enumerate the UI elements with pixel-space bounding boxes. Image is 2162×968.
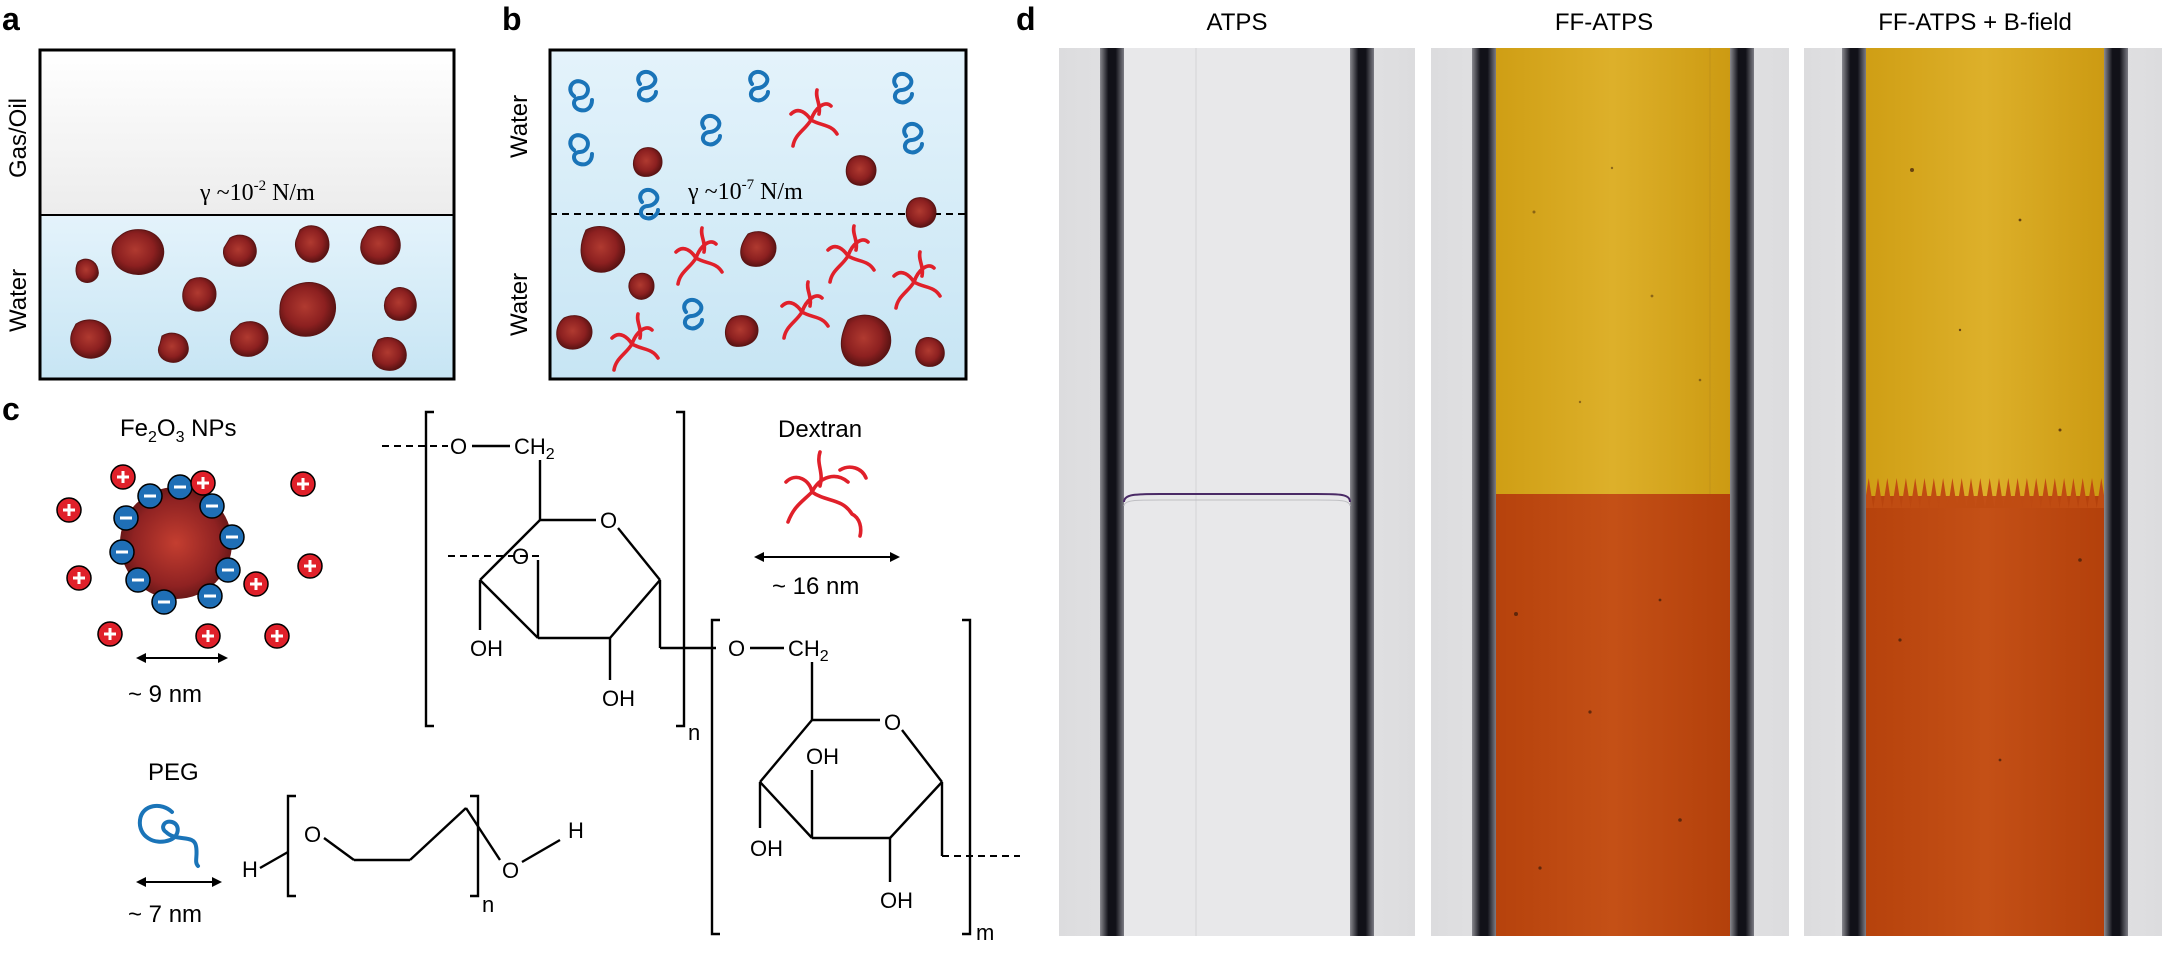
negative-charges (109, 474, 245, 615)
svg-text:CH2: CH2 (514, 434, 555, 463)
nanoparticles-a (70, 225, 417, 371)
interface-spikes (1864, 478, 2106, 508)
panel-a: a Gas/Oil Water γ ~10-2 N/m (2, 1, 456, 381)
orange-phase (1864, 496, 2106, 936)
svg-text:H: H (242, 857, 258, 882)
dextran-icon (784, 450, 868, 538)
title-ff-atps-bfield: FF-ATPS + B-field (1878, 9, 2072, 36)
panel-label-b: b (502, 1, 522, 37)
svg-text:O: O (512, 544, 529, 569)
np-size-label: ~ 9 nm (128, 681, 202, 708)
dextran-size-arrow (754, 552, 900, 562)
label-water-top: Water (506, 95, 533, 158)
svg-text:H: H (568, 818, 584, 843)
panel-b: b Water Water γ ~10-7 N/m (502, 1, 968, 381)
peg-coil-icon (137, 803, 200, 868)
meniscus (1123, 493, 1351, 503)
peg-size-label: ~ 7 nm (128, 901, 202, 928)
photo-atps (1059, 48, 1415, 936)
dextran-title: Dextran (778, 416, 862, 443)
photo-ff-atps (1431, 48, 1789, 936)
svg-text:OH: OH (602, 686, 635, 711)
photo-ff-atps-bfield (1804, 48, 2162, 936)
label-water-bottom: Water (506, 273, 533, 336)
panel-label-c: c (2, 391, 20, 427)
svg-text:O: O (728, 636, 745, 661)
peg-coils (568, 69, 924, 331)
svg-text:OH: OH (880, 888, 913, 913)
dextran-size-label: ~ 16 nm (772, 573, 859, 600)
svg-text:O: O (304, 822, 321, 847)
svg-text:OH: OH (750, 836, 783, 861)
svg-text:n: n (688, 720, 700, 745)
title-atps: ATPS (1207, 9, 1268, 36)
panel-c: c Fe2O3 NPs (2, 391, 1020, 945)
svg-text:OH: OH (470, 636, 503, 661)
np-title: Fe2O3 NPs (120, 415, 237, 446)
panel-d: d ATPS FF-ATPS FF-ATPS + B-field (1016, 1, 2162, 936)
surface-tension-label: γ ~10-2 N/m (199, 178, 315, 206)
positive-charges (56, 464, 323, 649)
label-water: Water (5, 269, 32, 332)
container-box (548, 48, 968, 381)
title-ff-atps: FF-ATPS (1555, 9, 1653, 36)
svg-text:m: m (976, 920, 994, 945)
container-box (38, 48, 456, 381)
fe2o3-nanoparticle (56, 464, 323, 649)
svg-text:O: O (884, 710, 901, 735)
panel-label-a: a (2, 1, 20, 37)
yellow-phase (1864, 48, 2106, 508)
peg-size-arrow (136, 877, 222, 887)
peg-structure: H O n O H (242, 794, 584, 917)
panel-label-d: d (1016, 1, 1036, 37)
svg-text:CH2: CH2 (788, 636, 829, 665)
surface-tension-label: γ ~10-7 N/m (687, 177, 803, 205)
svg-text:OH: OH (806, 744, 839, 769)
yellow-phase (1494, 48, 1732, 494)
svg-text:O: O (450, 434, 467, 459)
nanoparticles-b (556, 147, 945, 367)
label-gas-oil: Gas/Oil (5, 98, 32, 178)
gas-oil-phase (40, 50, 454, 215)
dextran-structure: O CH2 O O OH OH n O (382, 410, 1020, 945)
dextran-branches (610, 88, 942, 372)
svg-text:O: O (502, 858, 519, 883)
orange-phase (1494, 494, 1732, 936)
svg-text:O: O (600, 508, 617, 533)
peg-title: PEG (148, 759, 199, 786)
svg-text:n: n (482, 892, 494, 917)
np-size-arrow (136, 653, 228, 663)
